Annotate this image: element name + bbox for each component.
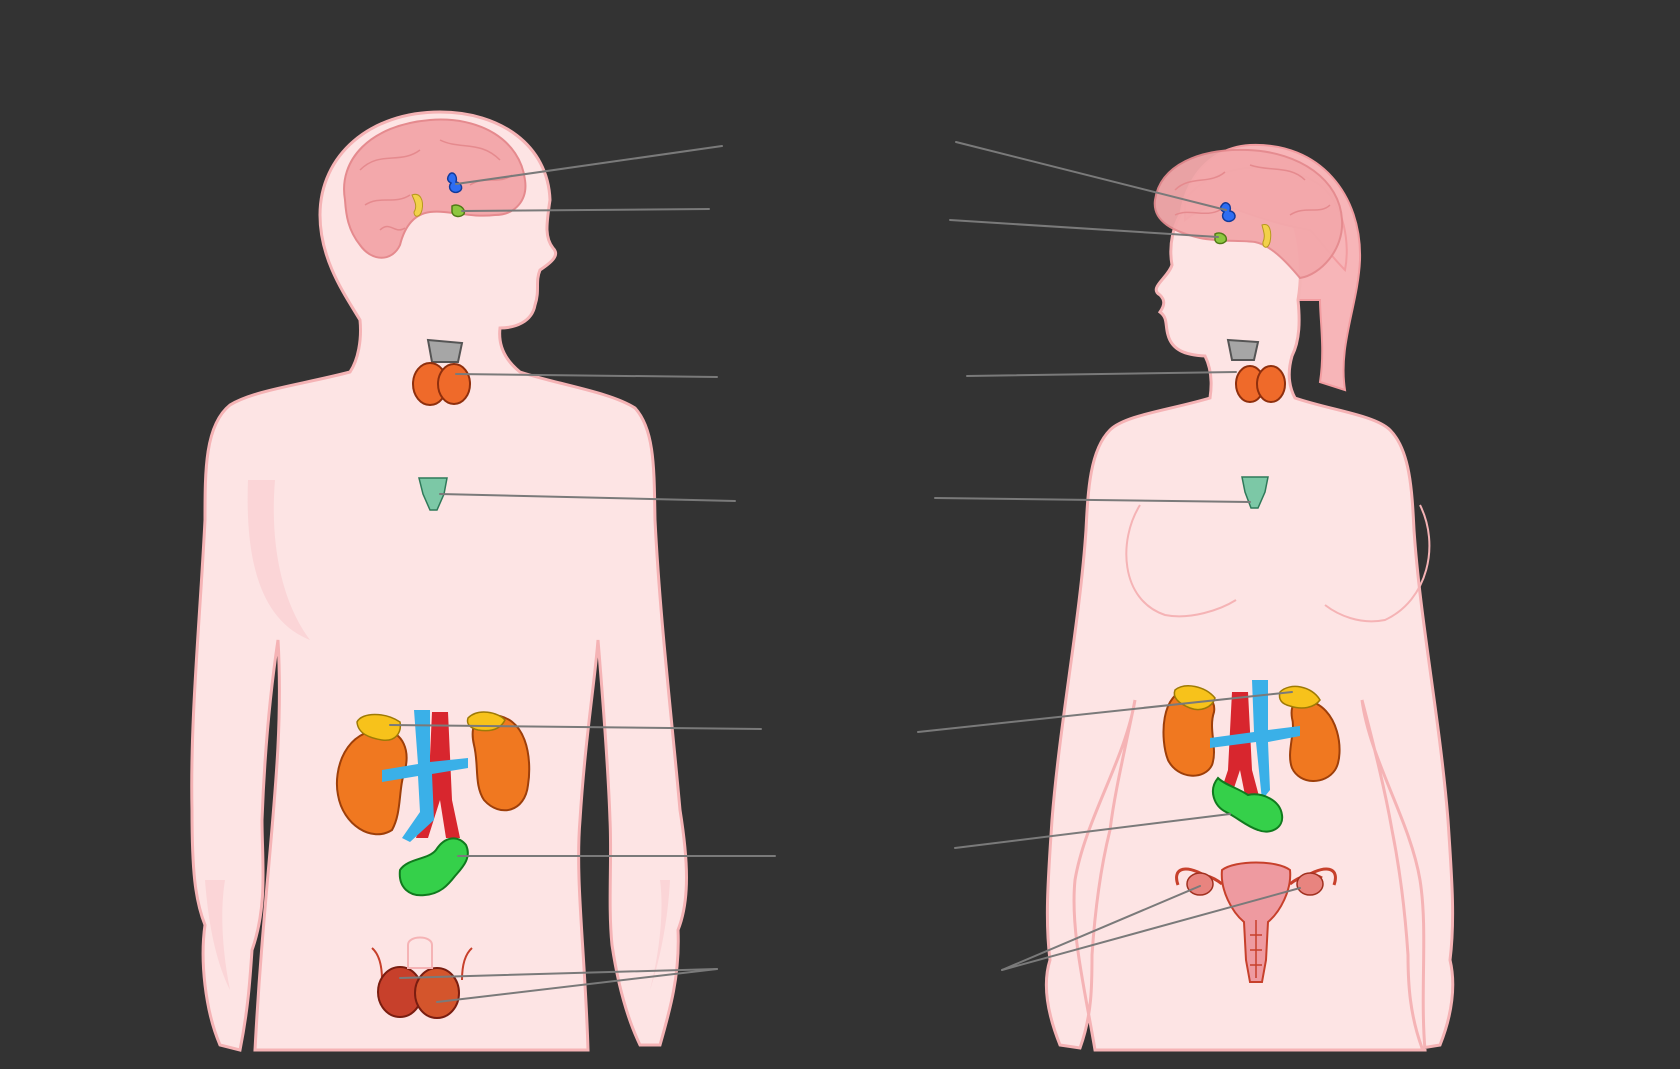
female-pancreas-leader [954, 813, 1231, 849]
male-testis-leader-a [399, 968, 718, 979]
male-kidney-right [471, 713, 531, 812]
female-hypothalamus [1261, 223, 1272, 248]
female-fallopian-tubes [1175, 867, 1337, 886]
female-pituitary-leader [949, 219, 1219, 238]
female-ovary-leader-b [1001, 887, 1301, 971]
female-bust-lines [1125, 504, 1431, 623]
male-adrenal-left [356, 713, 402, 742]
male-pituitary-leader [461, 208, 710, 212]
female-kidney-left [1162, 688, 1216, 777]
male-testis-leader-b [436, 968, 718, 1003]
male-testis-right [414, 967, 460, 1019]
female-kidney-right [1289, 698, 1341, 782]
male-thyroid-leader [455, 373, 718, 378]
male-pineal [446, 172, 463, 194]
female-adrenal-leader [917, 691, 1293, 733]
male-larynx [426, 338, 464, 363]
male-arm-shading-right [650, 880, 670, 990]
male-pituitary [451, 204, 466, 218]
leader-lines [389, 141, 1301, 1003]
male-body [190, 110, 688, 1052]
female-pancreas [1211, 776, 1284, 833]
male-thyroid-right [437, 363, 471, 405]
male-thymus [418, 477, 448, 511]
female-figure [1044, 143, 1455, 1052]
male-torso-shading [247, 480, 310, 640]
female-vena-cava [1210, 680, 1300, 800]
male-arm-shading-left [205, 880, 230, 990]
male-brain-folds [359, 139, 513, 231]
female-ovary-leader-a [1001, 885, 1201, 971]
female-cervix-detail [1250, 920, 1262, 978]
female-aorta [1218, 692, 1260, 800]
male-figure [190, 110, 688, 1052]
male-thymus-leader [439, 493, 736, 502]
male-vena-cava [382, 710, 468, 842]
female-pineal-leader [955, 141, 1227, 211]
female-thyroid-leader [966, 371, 1237, 377]
female-thyroid-right [1256, 365, 1286, 403]
female-brain [1153, 148, 1344, 280]
female-body [1044, 178, 1455, 1052]
female-pituitary [1214, 232, 1228, 245]
male-hypothalamus [411, 193, 423, 217]
female-thymus [1241, 476, 1269, 509]
female-larynx [1226, 338, 1260, 361]
female-ovary-right [1296, 872, 1324, 896]
female-thymus-leader [934, 497, 1251, 503]
male-adrenal-leader [389, 724, 762, 730]
female-brain-folds [1174, 164, 1331, 216]
male-pineal-leader [455, 145, 723, 185]
male-kidney-left [336, 728, 408, 836]
female-ovary-left [1186, 872, 1214, 896]
male-brain [343, 118, 527, 259]
male-penis [407, 936, 433, 969]
male-pancreas [398, 837, 469, 897]
female-pineal [1219, 202, 1236, 223]
